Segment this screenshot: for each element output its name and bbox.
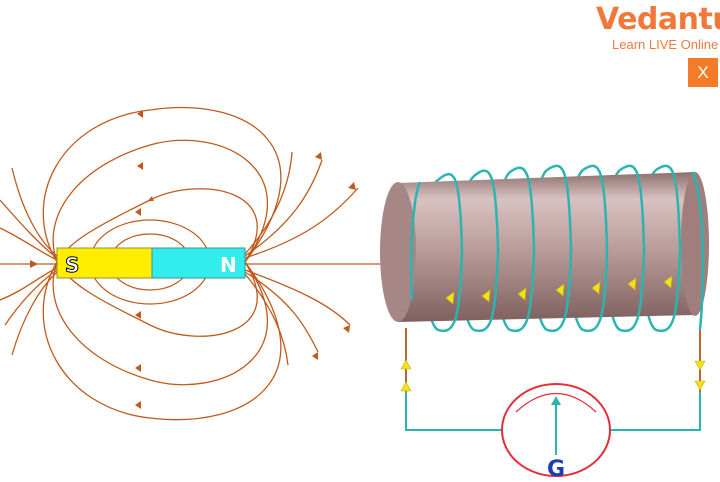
bar-magnet: S N bbox=[56, 247, 246, 279]
current-arrow bbox=[591, 281, 601, 295]
current-arrow bbox=[694, 380, 706, 391]
galvanometer: G bbox=[501, 383, 611, 482]
arrowhead bbox=[343, 325, 350, 333]
field-line-n-up-3 bbox=[244, 151, 293, 255]
coil-front-turns bbox=[410, 164, 705, 333]
core-left-end bbox=[380, 182, 416, 322]
brand-name: Vedantu bbox=[596, 2, 720, 37]
field-loop-inner-bottom bbox=[56, 261, 258, 337]
field-line-s-down-2 bbox=[4, 269, 58, 326]
field-loop-2-bottom bbox=[52, 261, 269, 386]
arrowhead bbox=[135, 208, 141, 216]
field-line-s-up-3 bbox=[11, 167, 58, 257]
current-arrow bbox=[663, 275, 673, 289]
field-line-s-down-1 bbox=[0, 267, 58, 301]
brand-tagline: Learn LIVE Online bbox=[612, 37, 719, 52]
field-loop-3-bottom bbox=[42, 261, 282, 421]
current-arrow bbox=[445, 291, 455, 305]
arrowhead bbox=[135, 311, 141, 319]
field-line-n-down-2 bbox=[244, 271, 319, 353]
current-arrow bbox=[555, 283, 565, 297]
close-button[interactable]: X bbox=[688, 58, 718, 87]
solenoid bbox=[380, 164, 709, 333]
magnetic-field-lines bbox=[0, 106, 395, 421]
current-arrow bbox=[627, 277, 637, 291]
arrowhead bbox=[315, 152, 322, 160]
core-right-end bbox=[681, 172, 709, 316]
wire-right-bottom bbox=[611, 392, 701, 431]
arrowhead bbox=[137, 110, 143, 118]
wire-current-arrows bbox=[400, 359, 706, 392]
coil-current-arrows bbox=[445, 275, 673, 305]
field-loop-inner bbox=[56, 188, 258, 263]
arrowhead bbox=[135, 401, 141, 409]
field-loop-2 bbox=[52, 139, 269, 263]
north-pole-label: N bbox=[220, 253, 237, 277]
arrowhead bbox=[312, 352, 318, 360]
current-arrow bbox=[400, 381, 412, 392]
field-line-n-up-2 bbox=[244, 159, 323, 257]
current-arrow bbox=[694, 360, 706, 371]
south-pole-label: S bbox=[65, 253, 79, 277]
field-line-s-up-2 bbox=[0, 199, 58, 259]
field-line-s-up-1 bbox=[0, 227, 58, 261]
field-line-s-down-3 bbox=[11, 271, 58, 356]
galvanometer-scale bbox=[515, 392, 597, 413]
brand-logo[interactable]: Vedantu Learn LIVE Online bbox=[590, 2, 720, 54]
current-arrow bbox=[481, 289, 491, 303]
arrowhead bbox=[137, 162, 143, 170]
wire-left-bottom bbox=[405, 392, 502, 431]
arrowhead bbox=[135, 364, 141, 372]
current-arrow bbox=[400, 359, 412, 370]
galvanometer-label: G bbox=[547, 457, 565, 482]
solenoid-core bbox=[398, 172, 695, 322]
field-line-n-down-3 bbox=[244, 273, 289, 366]
arrowhead bbox=[348, 182, 356, 190]
current-arrow bbox=[517, 287, 527, 301]
field-line-n-up-1 bbox=[244, 187, 359, 259]
field-line-n-down-1 bbox=[244, 269, 351, 326]
magnet-north-pole bbox=[151, 247, 246, 279]
field-loop-3 bbox=[42, 106, 282, 263]
arrowhead bbox=[30, 260, 38, 268]
galvanometer-needle-tip bbox=[551, 396, 561, 405]
